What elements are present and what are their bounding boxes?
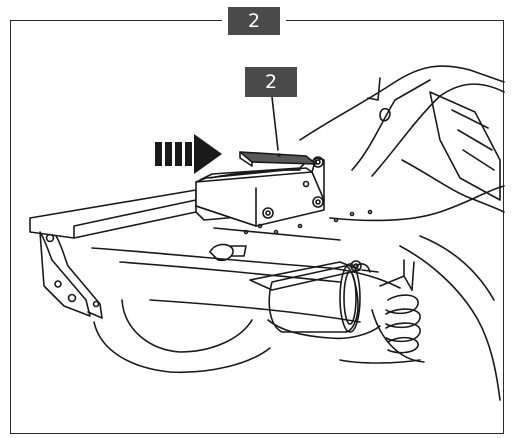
callout-leader-line xyxy=(271,96,279,151)
dashed-arrow-right-icon xyxy=(155,134,222,174)
under-body xyxy=(91,243,421,374)
insert-plate xyxy=(239,151,317,167)
coil-spring xyxy=(379,259,421,354)
mounting-bracket xyxy=(195,156,373,235)
vehicle-body xyxy=(299,65,505,401)
step-number-badge: 2 xyxy=(228,7,280,35)
part-callout-badge: 2 xyxy=(245,67,297,97)
exhaust-pipe xyxy=(268,260,379,333)
hitch-crossbar xyxy=(29,189,341,319)
